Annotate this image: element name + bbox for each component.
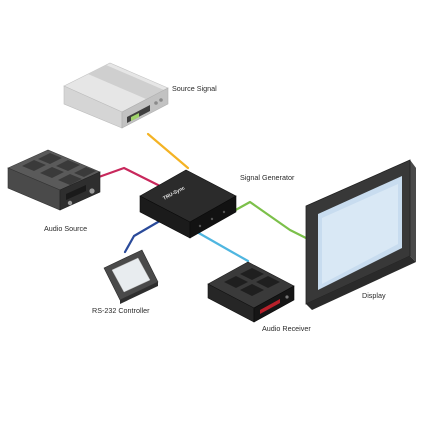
label-rs232-controller: RS-232 Controller xyxy=(92,306,150,315)
audio-source-device xyxy=(7,149,101,211)
cable-audio-source xyxy=(94,166,166,190)
device-labels: Source Signal Signal Generator Audio Sou… xyxy=(44,84,386,333)
rs232-controller-device xyxy=(103,249,159,304)
label-audio-source: Audio Source xyxy=(44,224,87,233)
audio-receiver-device xyxy=(207,261,295,323)
display-device xyxy=(305,159,416,310)
label-audio-receiver: Audio Receiver xyxy=(262,324,311,333)
source-signal-device xyxy=(63,62,169,129)
cable-display xyxy=(230,200,314,243)
label-signal-generator: Signal Generator xyxy=(240,173,295,182)
label-source-signal: Source Signal xyxy=(172,84,217,93)
cable-audio-receiver xyxy=(195,230,250,263)
cable-source-signal xyxy=(146,132,190,170)
label-display: Display xyxy=(362,291,386,300)
signal-generator-device: TRU-Sync xyxy=(139,169,237,239)
